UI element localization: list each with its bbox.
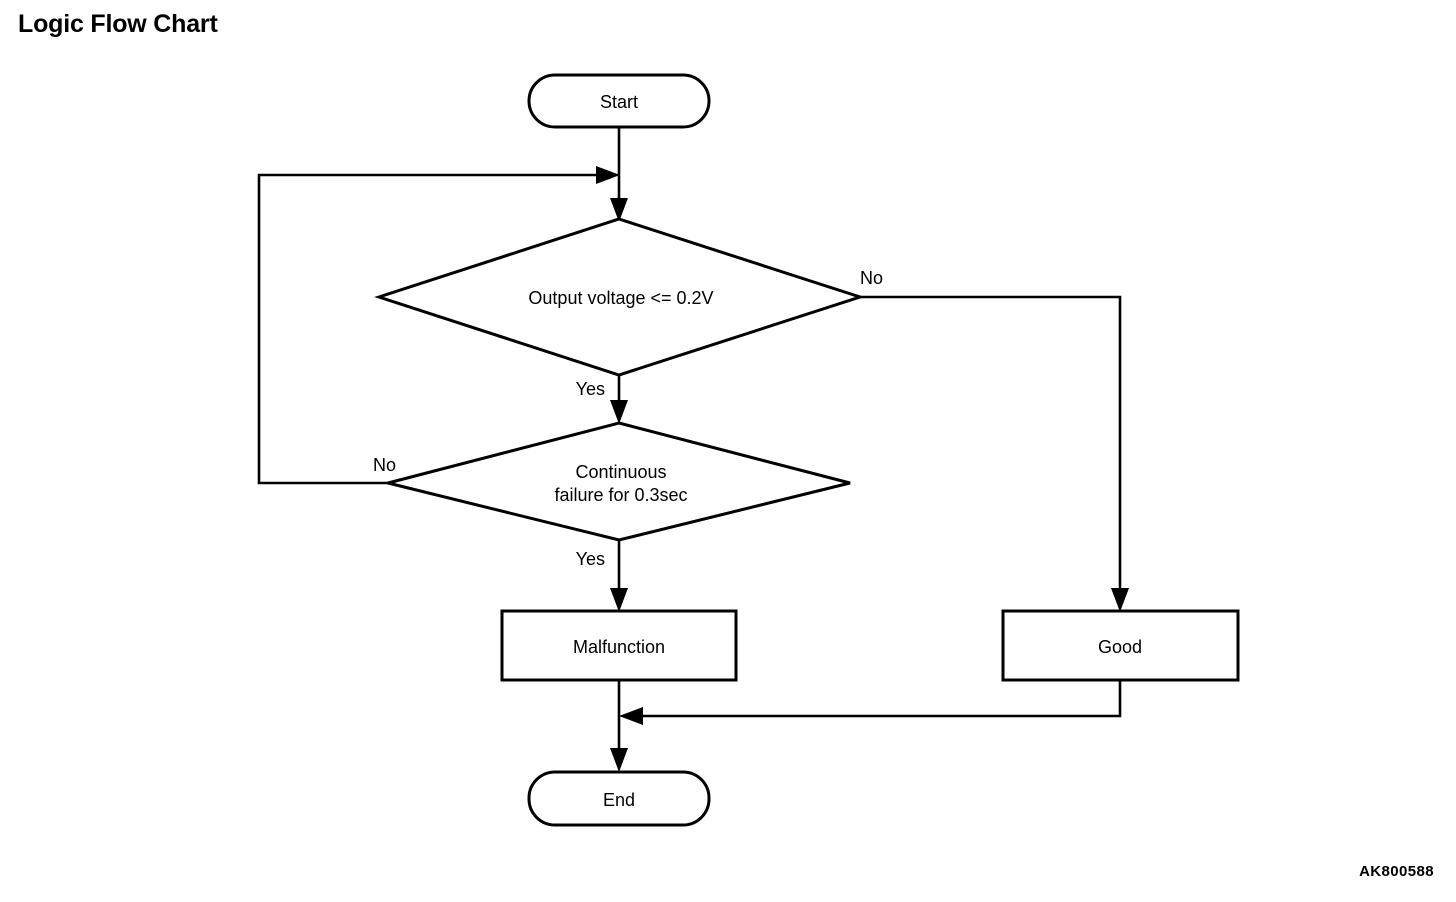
- edge-decision2-yes-to-malfunction: [610, 540, 628, 612]
- malfunction-label: Malfunction: [573, 637, 665, 657]
- decision2-shape: [387, 421, 851, 542]
- start-shape: [527, 73, 711, 129]
- edge-line: [257, 173, 596, 485]
- arrowhead-icon: [619, 707, 643, 725]
- edge-malfunction-to-end: [610, 680, 628, 772]
- malfunction-shape: [500, 609, 738, 682]
- arrowhead-icon: [610, 400, 628, 424]
- edge-line: [860, 295, 1122, 600]
- arrowhead-icon: [610, 588, 628, 612]
- decision1-shape: [374, 217, 865, 377]
- node-start[interactable]: Start: [527, 73, 711, 129]
- node-decision-continuous-failure[interactable]: Continuous failure for 0.3sec: [387, 421, 851, 542]
- edge-label-decision1-yes: Yes: [576, 379, 605, 399]
- edge-line: [643, 680, 1122, 718]
- edge-decision1-no-to-good: [860, 295, 1129, 612]
- decision2-label-line2: failure for 0.3sec: [554, 485, 687, 505]
- arrowhead-icon: [596, 166, 620, 184]
- good-label: Good: [1098, 637, 1142, 657]
- decision2-label-line1: Continuous: [575, 462, 666, 482]
- arrowhead-icon: [610, 198, 628, 222]
- decision1-label: Output voltage <= 0.2V: [528, 288, 713, 308]
- end-shape: [527, 770, 711, 827]
- edge-label-decision1-no: No: [860, 268, 883, 288]
- node-decision-output-voltage[interactable]: Output voltage <= 0.2V: [374, 217, 865, 377]
- arrowhead-icon: [610, 748, 628, 772]
- edge-label-decision2-no: No: [373, 455, 396, 475]
- node-end[interactable]: End: [527, 770, 711, 827]
- edge-start-to-decision1: [610, 127, 628, 222]
- node-malfunction[interactable]: Malfunction: [500, 609, 738, 682]
- good-shape: [1001, 609, 1240, 682]
- edge-decision2-no-feedback: [257, 166, 620, 485]
- arrowhead-icon: [1111, 588, 1129, 612]
- edge-good-to-end: [619, 680, 1122, 725]
- edge-decision1-yes-to-decision2: [610, 375, 628, 424]
- page-title: Logic Flow Chart: [18, 10, 218, 38]
- edge-label-decision2-yes: Yes: [576, 549, 605, 569]
- figure-code: AK800588: [1359, 863, 1434, 880]
- node-good[interactable]: Good: [1001, 609, 1240, 682]
- end-label: End: [603, 790, 635, 810]
- start-label: Start: [600, 92, 638, 112]
